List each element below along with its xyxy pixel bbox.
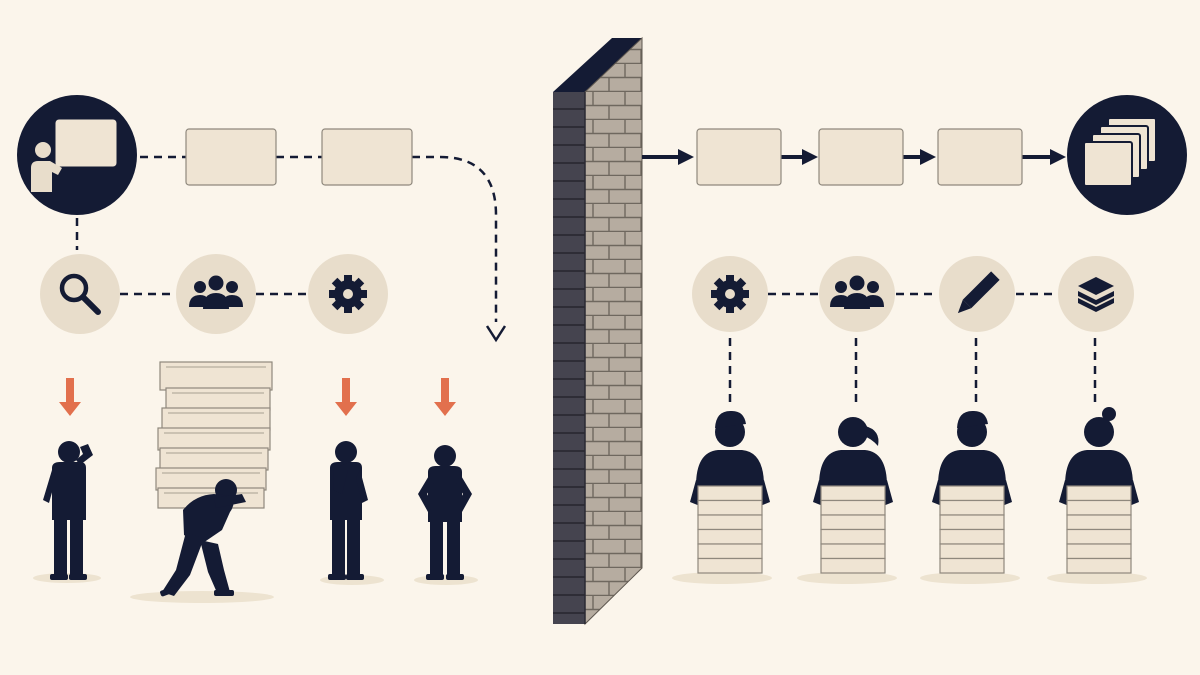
stacked-documents-icon	[1067, 95, 1187, 215]
left-dashed-connectors	[75, 155, 498, 322]
brick-wall-icon	[553, 36, 643, 626]
carried-box	[161, 407, 271, 431]
paper-stack-box	[1066, 543, 1132, 560]
paper-stack-box	[697, 514, 763, 531]
paper-stack-box	[1066, 557, 1132, 574]
paper-stack-box	[1066, 485, 1132, 502]
carried-box	[165, 387, 271, 411]
paper-stack-box	[939, 514, 1005, 531]
carried-box	[155, 467, 267, 491]
paper-stack-box	[820, 543, 886, 560]
pencil-icon	[939, 256, 1015, 332]
paper-stack-box	[1066, 528, 1132, 545]
paper-stack-box	[697, 499, 763, 516]
worker-short-hair-icon	[690, 410, 770, 574]
users-icon	[176, 254, 256, 334]
right-step-box	[696, 128, 782, 186]
paper-stack-box	[939, 499, 1005, 516]
paper-stack-box	[697, 557, 763, 574]
person-carrying-box-stack-icon	[155, 361, 273, 597]
users-icon	[819, 256, 895, 332]
dashed-arrow-head	[485, 325, 507, 343]
carried-box	[157, 427, 271, 451]
worker-bun-icon	[1059, 407, 1139, 574]
gear-icon	[308, 254, 388, 334]
layers-icon	[1058, 256, 1134, 332]
worker-ponytail-icon	[813, 417, 893, 574]
person-hands-on-hips-icon	[418, 445, 472, 580]
right-workflow	[642, 95, 1187, 584]
paper-stack-box	[697, 485, 763, 502]
worker-short-hair-icon	[932, 410, 1012, 574]
left-step-box	[321, 128, 413, 186]
person-scratching-head-icon	[43, 441, 93, 580]
paper-stack-box	[820, 557, 886, 574]
paper-stack-box	[939, 557, 1005, 574]
paper-stack-box	[939, 528, 1005, 545]
paper-stack-box	[820, 499, 886, 516]
paper-stack-box	[1066, 514, 1132, 531]
paper-stack-box	[697, 528, 763, 545]
right-step-box	[937, 128, 1023, 186]
presenter-board-icon	[17, 95, 137, 215]
paper-stack-box	[939, 543, 1005, 560]
person-thinking-icon	[328, 441, 368, 580]
paper-stack-box	[697, 543, 763, 560]
orange-down-arrows	[59, 378, 456, 416]
left-workflow	[17, 95, 507, 603]
paper-stack-box	[820, 485, 886, 502]
carried-box	[159, 361, 273, 391]
paper-stack-box	[820, 528, 886, 545]
paper-stack-box	[939, 485, 1005, 502]
left-step-box	[185, 128, 277, 186]
carried-box	[159, 447, 269, 471]
search-icon	[40, 254, 120, 334]
gear-icon	[692, 256, 768, 332]
right-arrows	[642, 149, 1066, 165]
ground-shadows-right	[672, 572, 1147, 584]
paper-stack-box	[820, 514, 886, 531]
paper-stack-box	[1066, 499, 1132, 516]
right-dashed-connectors	[728, 292, 1097, 405]
right-step-box	[818, 128, 904, 186]
